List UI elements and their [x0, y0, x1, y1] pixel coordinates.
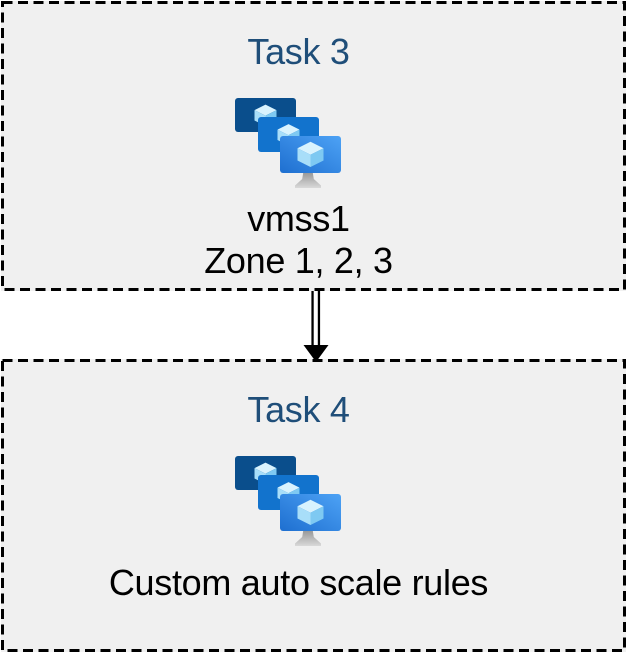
task4-caption-line1: Custom auto scale rules: [108, 562, 489, 603]
task3-box: Task 3: [1, 1, 626, 291]
vm-scale-sets-icon: [235, 456, 341, 546]
task3-caption-line1: vmss1: [247, 198, 350, 239]
task4-title: Task 4: [247, 389, 350, 430]
task3-title: Task 3: [247, 31, 350, 72]
task3-caption: vmss1 Zone 1, 2, 3: [0, 198, 611, 282]
vm-scale-sets-icon: [235, 98, 341, 188]
task4-caption: Custom auto scale rules: [0, 562, 611, 604]
down-arrow: [303, 291, 329, 362]
task4-box: Task 4: [1, 359, 626, 652]
task3-caption-line2: Zone 1, 2, 3: [204, 240, 393, 281]
